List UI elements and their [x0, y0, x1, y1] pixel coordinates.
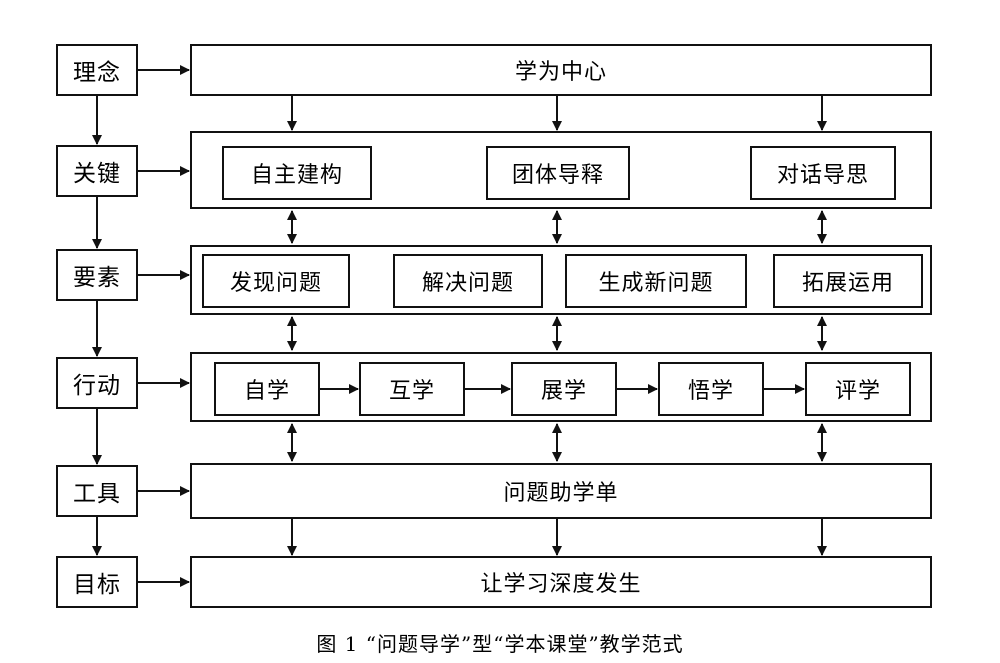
- element-item: 解决问题: [393, 254, 543, 308]
- action-step: 评学: [805, 362, 911, 416]
- label-goal: 目标: [56, 556, 138, 608]
- element-item: 发现问题: [202, 254, 350, 308]
- element-item: 拓展运用: [773, 254, 923, 308]
- key-item: 对话导思: [750, 146, 896, 200]
- action-step: 自学: [214, 362, 320, 416]
- label-tool: 工具: [56, 465, 138, 517]
- key-item: 自主建构: [222, 146, 372, 200]
- action-step: 互学: [359, 362, 465, 416]
- label-elements: 要素: [56, 249, 138, 301]
- action-step: 展学: [511, 362, 617, 416]
- action-step: 悟学: [658, 362, 764, 416]
- key-item: 团体导释: [486, 146, 630, 200]
- goal-box: 让学习深度发生: [190, 556, 932, 608]
- label-key: 关键: [56, 145, 138, 197]
- element-item: 生成新问题: [565, 254, 747, 308]
- label-concept: 理念: [56, 44, 138, 96]
- tool-box: 问题助学单: [190, 463, 932, 519]
- concept-box: 学为中心: [190, 44, 932, 96]
- figure-caption: 图 1 “问题导学”型“学本课堂”教学范式: [316, 632, 684, 656]
- label-action: 行动: [56, 357, 138, 409]
